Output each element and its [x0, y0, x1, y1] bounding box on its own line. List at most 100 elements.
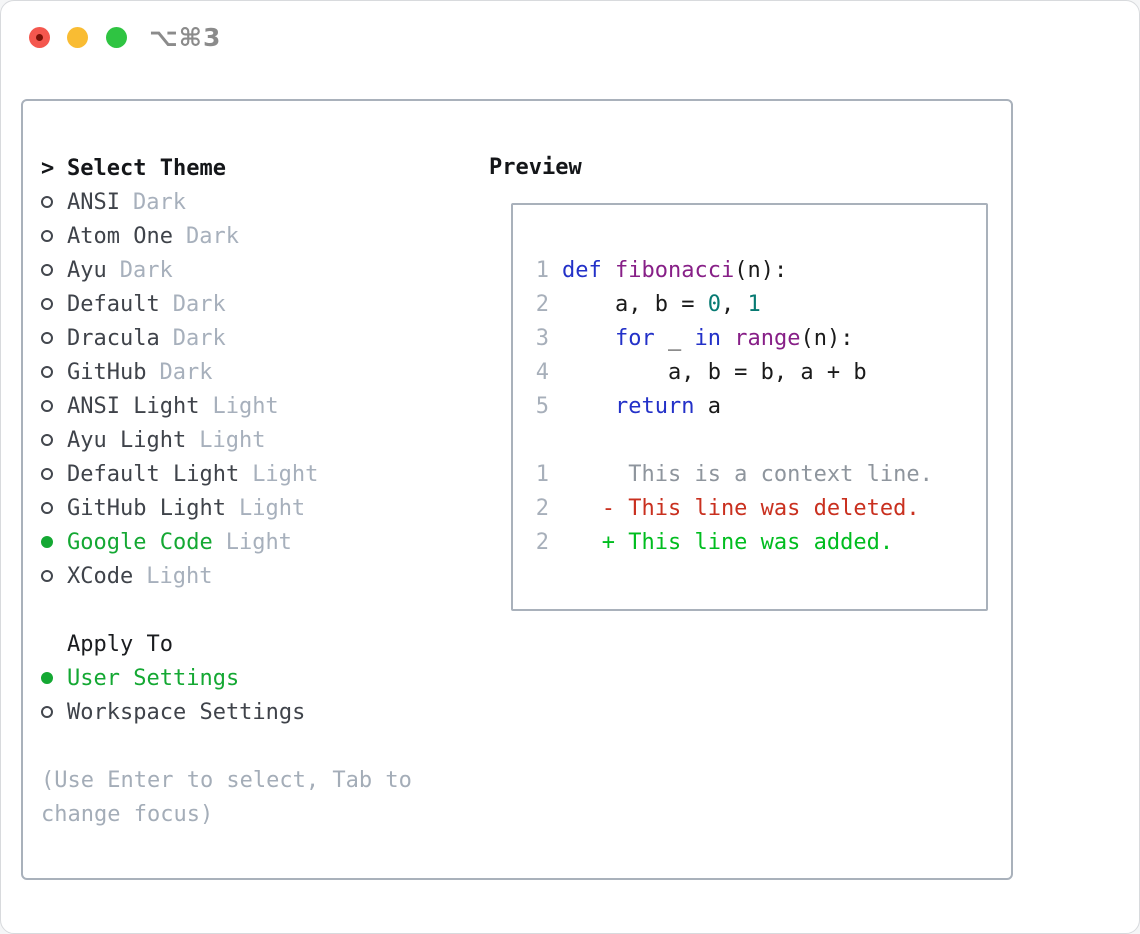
theme-variant: Dark: [185, 223, 239, 249]
code-token: [562, 394, 615, 419]
line-number: 1: [535, 257, 549, 283]
radio-marker: [41, 400, 67, 412]
line-content: a, b = b, a + b: [562, 360, 867, 385]
code-token: in: [694, 325, 721, 351]
code-token: This is a context line.: [562, 461, 933, 487]
line-content: - This line was deleted.: [562, 496, 920, 521]
theme-option-dracula[interactable]: Dracula Dark: [41, 321, 491, 355]
radio-selected-icon: [41, 536, 53, 548]
radio-icon: [41, 196, 53, 208]
code-token: - This line was deleted.: [562, 495, 920, 521]
line-number: 2: [535, 291, 549, 317]
code-line: 5 return a: [535, 389, 986, 423]
theme-name: Default Light: [67, 461, 240, 487]
theme-name: Dracula: [67, 325, 160, 351]
close-button[interactable]: [29, 27, 50, 48]
apply-to-header-row: Apply To: [41, 627, 491, 661]
hint-line: (Use Enter to select, Tab to: [41, 767, 412, 793]
radio-icon: [41, 570, 53, 582]
radio-marker: [41, 434, 67, 446]
code-line: 3 for _ in range(n):: [535, 321, 986, 355]
line-content: a, b = 0, 1: [562, 292, 761, 317]
select-theme-title: Select Theme: [67, 155, 226, 181]
radio-icon: [41, 332, 53, 344]
theme-variant: Dark: [132, 189, 186, 215]
theme-variant: Dark: [159, 359, 213, 385]
line-content: return a: [562, 394, 721, 419]
theme-name: Ayu Light: [67, 427, 187, 453]
theme-name: GitHub Light: [67, 495, 226, 521]
theme-name: Atom One: [67, 223, 173, 249]
radio-marker: [41, 298, 67, 310]
hint-line: change focus): [41, 801, 214, 827]
line-content: + This line was added.: [562, 530, 893, 555]
radio-marker: [41, 264, 67, 276]
theme-name: Default: [67, 291, 160, 317]
radio-marker: [41, 672, 67, 684]
spacer: [41, 729, 491, 763]
code-token: + This line was added.: [562, 529, 894, 555]
radio-selected-icon: [41, 672, 53, 684]
theme-name: Google Code: [67, 529, 213, 555]
code-line: 1 This is a context line.: [535, 457, 986, 491]
radio-marker: [41, 332, 67, 344]
theme-name: ANSI Light: [67, 393, 200, 419]
radio-marker: [41, 366, 67, 378]
maximize-button[interactable]: [106, 27, 127, 48]
theme-variant: Dark: [172, 325, 226, 351]
code-token: for: [614, 325, 655, 351]
apply-option-workspace-settings[interactable]: Workspace Settings: [41, 695, 491, 729]
radio-icon: [41, 264, 53, 276]
line-number: 3: [535, 325, 549, 351]
code-token: _: [654, 325, 695, 351]
titlebar: ⌥⌘3: [1, 1, 1139, 76]
code-token: (n):: [800, 325, 854, 351]
theme-name: ANSI: [67, 189, 120, 215]
theme-option-ansi[interactable]: ANSI Dark: [41, 185, 491, 219]
code-token: ,: [720, 291, 748, 317]
line-number: 2: [535, 495, 549, 521]
radio-icon: [41, 706, 53, 718]
code-token: [562, 326, 615, 351]
code-token: 1: [747, 291, 761, 317]
radio-marker: [41, 468, 67, 480]
apply-option-user-settings[interactable]: User Settings: [41, 661, 491, 695]
radio-icon: [41, 502, 53, 514]
hint-text: (Use Enter to select, Tab to change focus…: [41, 763, 491, 831]
theme-option-atom-one[interactable]: Atom One Dark: [41, 219, 491, 253]
radio-marker: [41, 502, 67, 514]
code-token: 0: [707, 291, 721, 317]
code-line: 2 + This line was added.: [535, 525, 986, 559]
select-theme-header: > Select Theme: [41, 151, 491, 185]
radio-icon: [41, 468, 53, 480]
theme-option-github[interactable]: GitHub Dark: [41, 355, 491, 389]
code-token: fibonacci: [614, 257, 735, 283]
code-token: range: [734, 325, 801, 351]
radio-marker: [41, 230, 67, 242]
theme-name: GitHub: [67, 359, 147, 385]
close-dot-icon: [36, 34, 43, 41]
code-line: 2 a, b = 0, 1: [535, 287, 986, 321]
code-line: 4 a, b = b, a + b: [535, 355, 986, 389]
line-number: 1: [535, 461, 549, 487]
line-number: 5: [535, 393, 549, 419]
theme-name: Ayu: [67, 257, 107, 283]
minimize-button[interactable]: [67, 27, 88, 48]
theme-option-ayu-light[interactable]: Ayu Light Light: [41, 423, 491, 457]
radio-icon: [41, 230, 53, 242]
theme-variant: Light: [199, 427, 266, 453]
theme-variant: Light: [146, 563, 213, 589]
radio-icon: [41, 434, 53, 446]
